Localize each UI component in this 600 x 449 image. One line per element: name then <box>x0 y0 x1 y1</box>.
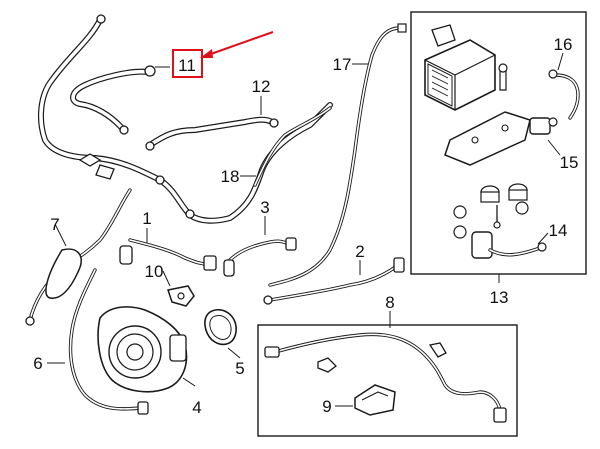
part-4-pump <box>97 306 188 393</box>
callout-2[interactable]: 2 <box>355 242 364 261</box>
part-15-valve <box>529 117 558 135</box>
canister-mounts <box>453 183 529 239</box>
callout-10[interactable]: 10 <box>145 262 164 281</box>
part-6-line <box>68 268 149 415</box>
callout-16[interactable]: 16 <box>554 35 573 54</box>
callout-6[interactable]: 6 <box>33 354 42 373</box>
vacuum-hose-main <box>38 14 333 224</box>
callout-8[interactable]: 8 <box>385 293 394 312</box>
callout-14[interactable]: 14 <box>549 221 568 240</box>
part-8-harness <box>264 332 507 423</box>
callout-9[interactable]: 9 <box>322 397 331 416</box>
part-2-sensor <box>263 257 405 305</box>
callout-11[interactable]: 11 <box>178 56 196 75</box>
callout-13[interactable]: 13 <box>490 288 509 307</box>
evap-canister <box>424 24 496 111</box>
part-17-line <box>268 23 407 287</box>
part-16-hose <box>548 69 580 120</box>
highlight-arrow <box>200 31 274 58</box>
callout-12[interactable]: 12 <box>252 77 271 96</box>
part-11-hose <box>70 65 156 135</box>
callout-15[interactable]: 15 <box>560 153 579 172</box>
callout-17[interactable]: 17 <box>333 55 352 74</box>
callout-4[interactable]: 4 <box>192 398 201 417</box>
part-3-sensor <box>223 237 297 277</box>
highlight-box-11 <box>172 49 203 78</box>
part-10-sensor <box>167 285 195 307</box>
callout-1[interactable]: 1 <box>142 209 151 228</box>
callout-5[interactable]: 5 <box>235 359 244 378</box>
callout-7[interactable]: 7 <box>50 215 59 234</box>
part-7-hose <box>25 188 132 326</box>
callout-18[interactable]: 18 <box>221 167 240 186</box>
part-12-pipe <box>145 116 279 151</box>
canister-bracket <box>444 63 531 166</box>
callout-3[interactable]: 3 <box>260 198 269 217</box>
part-14-filter <box>471 231 547 259</box>
leader-lines <box>47 52 564 407</box>
part-5-gasket <box>204 308 237 346</box>
part-18-line <box>253 106 332 187</box>
wiring-harness-group-box <box>257 324 518 437</box>
part-9-bracket <box>354 384 396 416</box>
part-1-sensor <box>119 238 217 271</box>
